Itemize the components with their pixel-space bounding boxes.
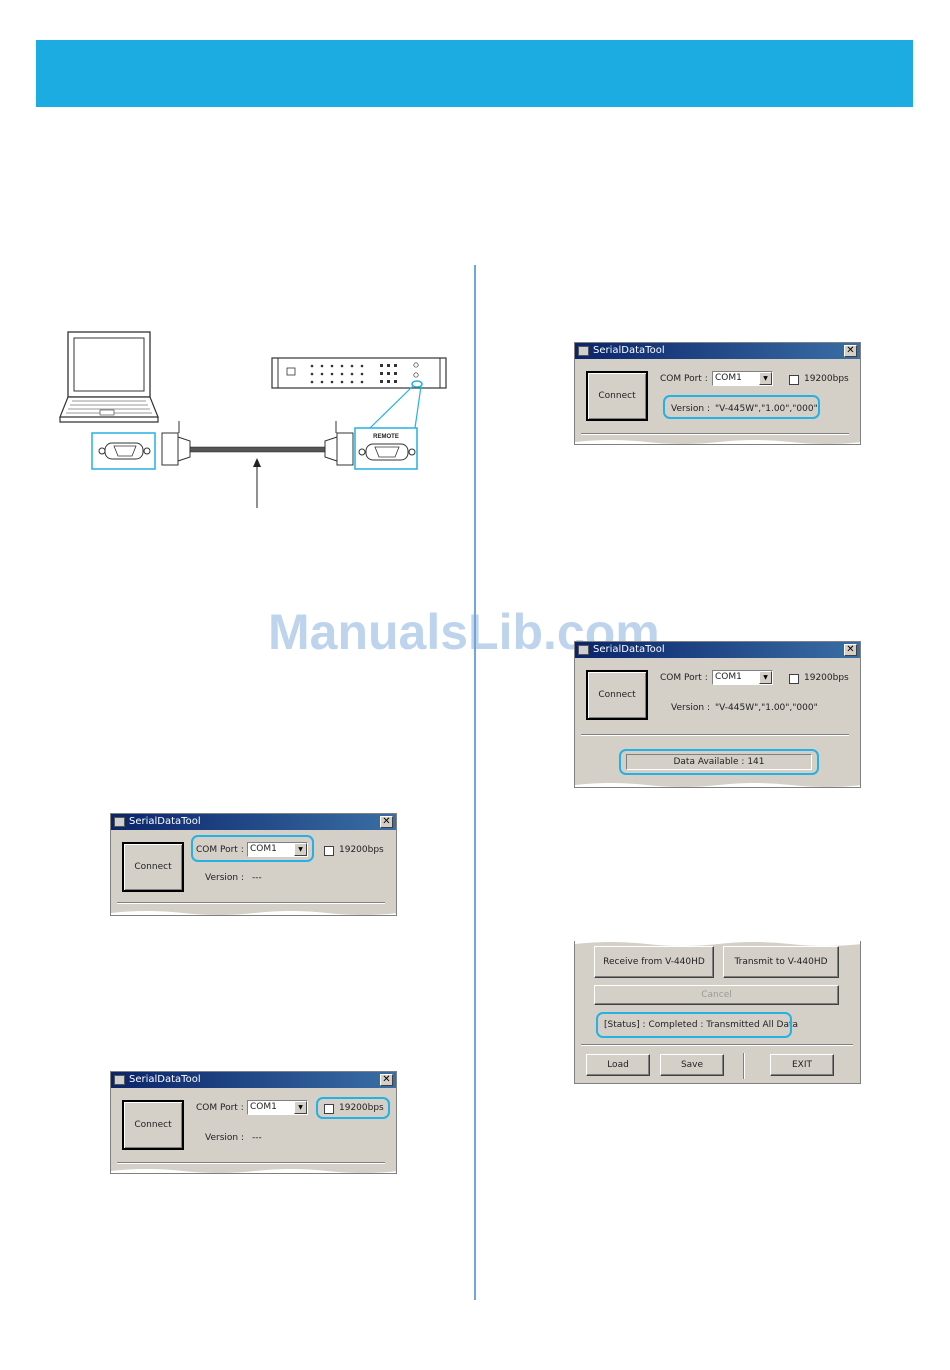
serial-cable xyxy=(189,446,326,453)
version-label: Version : xyxy=(205,873,244,883)
connect-button[interactable]: Connect xyxy=(586,670,648,720)
cancel-button[interactable]: Cancel xyxy=(594,985,839,1005)
chevron-down-icon[interactable]: ▼ xyxy=(294,1101,307,1114)
laptop-icon xyxy=(59,331,159,423)
separator xyxy=(117,1162,385,1164)
com-port-highlight xyxy=(191,835,314,862)
serial-dialog-data-available: SerialDataTool ✕ Connect COM Port : COM1… xyxy=(574,641,861,788)
version-value: --- xyxy=(252,1133,262,1143)
version-highlight xyxy=(663,395,820,419)
baud-checkbox[interactable] xyxy=(789,375,799,385)
com-port-label: COM Port : xyxy=(196,1103,244,1113)
rack-device-icon xyxy=(271,357,447,389)
torn-edge xyxy=(111,1169,396,1173)
baud-label: 19200bps xyxy=(804,374,849,384)
separator xyxy=(581,1044,853,1046)
chevron-down-icon[interactable]: ▼ xyxy=(294,843,307,856)
baud-label: 19200bps xyxy=(339,845,384,855)
connection-diagram: REMOTE xyxy=(59,331,447,508)
cable-plug-right-icon xyxy=(324,421,354,466)
remote-serial-port-icon xyxy=(358,443,416,461)
torn-edge-top xyxy=(575,941,860,946)
app-icon xyxy=(114,1075,125,1085)
cable-plug-left-icon xyxy=(161,421,191,466)
transmit-button[interactable]: Transmit to V-440HD xyxy=(723,946,839,978)
separator xyxy=(117,902,385,904)
dialog-title: SerialDataTool xyxy=(111,814,396,830)
com-port-label: COM Port : xyxy=(660,374,708,384)
com-port-select[interactable]: COM1 ▼ xyxy=(712,371,773,386)
com-port-label: COM Port : xyxy=(196,845,244,855)
status-highlight xyxy=(596,1012,792,1038)
connect-button[interactable]: Connect xyxy=(586,371,648,421)
com-port-value: COM1 xyxy=(250,1102,277,1112)
load-button[interactable]: Load xyxy=(586,1054,650,1076)
dialog-title: SerialDataTool xyxy=(575,343,860,359)
serial-dialog-com-port: SerialDataTool ✕ Connect COM Port : COM1… xyxy=(110,813,397,916)
app-icon xyxy=(114,817,125,827)
close-button[interactable]: ✕ xyxy=(844,644,857,656)
button-separator xyxy=(743,1053,745,1079)
com-port-select[interactable]: COM1 ▼ xyxy=(247,1100,308,1115)
close-button[interactable]: ✕ xyxy=(380,1074,393,1086)
data-available-highlight xyxy=(619,749,819,775)
baud-checkbox[interactable] xyxy=(324,1104,334,1114)
remote-label: REMOTE xyxy=(373,434,399,440)
exit-button[interactable]: EXIT xyxy=(770,1054,834,1076)
torn-edge xyxy=(111,911,396,915)
status-text: [Status] : Completed : Transmitted All D… xyxy=(604,1020,799,1030)
app-icon xyxy=(578,645,589,655)
baud-highlight xyxy=(316,1097,390,1119)
baud-checkbox[interactable] xyxy=(324,846,334,856)
transfer-panel: Receive from V-440HD Transmit to V-440HD… xyxy=(574,941,861,1084)
pc-serial-port-icon xyxy=(98,442,151,460)
close-button[interactable]: ✕ xyxy=(380,816,393,828)
version-label: Version : xyxy=(671,703,710,713)
com-port-value: COM1 xyxy=(715,373,742,383)
connect-button[interactable]: Connect xyxy=(122,1100,184,1150)
receive-button[interactable]: Receive from V-440HD xyxy=(594,946,714,978)
version-value: "V-445W","1.00","000" xyxy=(715,404,818,414)
header-banner xyxy=(36,40,913,107)
app-icon xyxy=(578,346,589,356)
com-port-select[interactable]: COM1 ▼ xyxy=(712,670,773,685)
com-port-value: COM1 xyxy=(715,672,742,682)
version-value: "V-445W","1.00","000" xyxy=(715,703,818,713)
separator xyxy=(581,734,849,736)
close-button[interactable]: ✕ xyxy=(844,345,857,357)
com-port-value: COM1 xyxy=(250,844,277,854)
dialog-title: SerialDataTool xyxy=(575,642,860,658)
serial-dialog-version: SerialDataTool ✕ Connect COM Port : COM1… xyxy=(574,342,861,445)
com-port-select[interactable]: COM1 ▼ xyxy=(247,842,308,857)
version-label: Version : xyxy=(671,404,710,414)
com-port-label: COM Port : xyxy=(660,673,708,683)
save-button[interactable]: Save xyxy=(660,1054,724,1076)
chevron-down-icon[interactable]: ▼ xyxy=(759,372,772,385)
column-divider xyxy=(474,265,476,1300)
version-value: --- xyxy=(252,873,262,883)
baud-label: 19200bps xyxy=(804,673,849,683)
torn-edge xyxy=(575,440,860,444)
torn-edge xyxy=(575,783,860,787)
separator xyxy=(581,433,849,435)
dialog-title: SerialDataTool xyxy=(111,1072,396,1088)
baud-label: 19200bps xyxy=(339,1103,384,1113)
serial-dialog-baud: SerialDataTool ✕ Connect COM Port : COM1… xyxy=(110,1071,397,1174)
connect-button[interactable]: Connect xyxy=(122,842,184,892)
version-label: Version : xyxy=(205,1133,244,1143)
data-available-field: Data Available : 141 xyxy=(626,754,812,770)
baud-checkbox[interactable] xyxy=(789,674,799,684)
chevron-down-icon[interactable]: ▼ xyxy=(759,671,772,684)
